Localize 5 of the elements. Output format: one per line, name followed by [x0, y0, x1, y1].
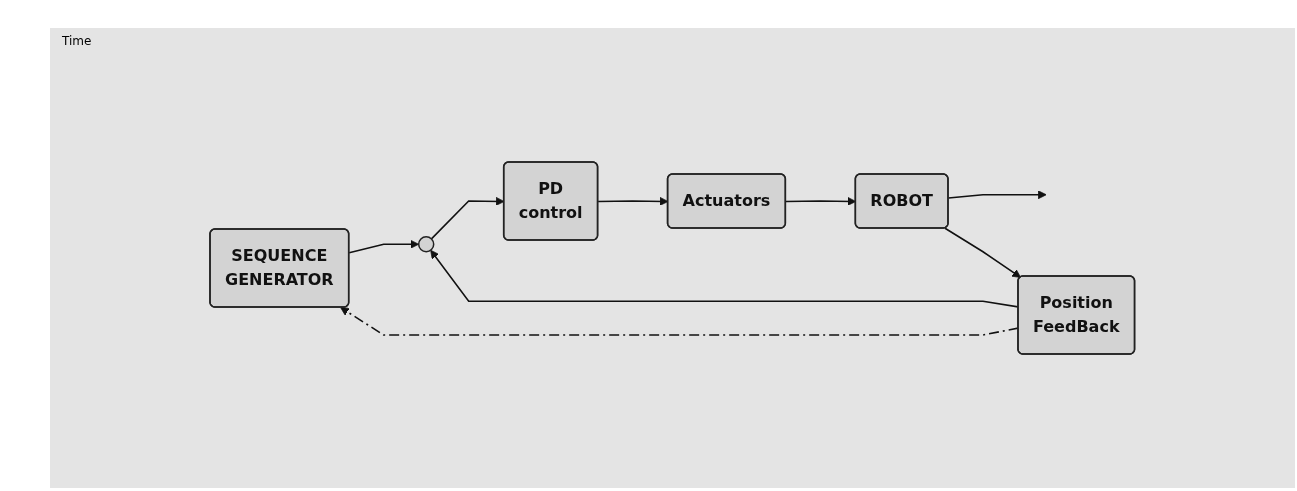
diagram-background: Time SEQUENCE GENERATOR PD control Actuators ROBOT Position FeedBack [50, 28, 1295, 488]
arrow [348, 239, 420, 254]
node-circle [418, 236, 435, 253]
axis-label: Time [62, 34, 92, 48]
arrow [944, 227, 1022, 278]
